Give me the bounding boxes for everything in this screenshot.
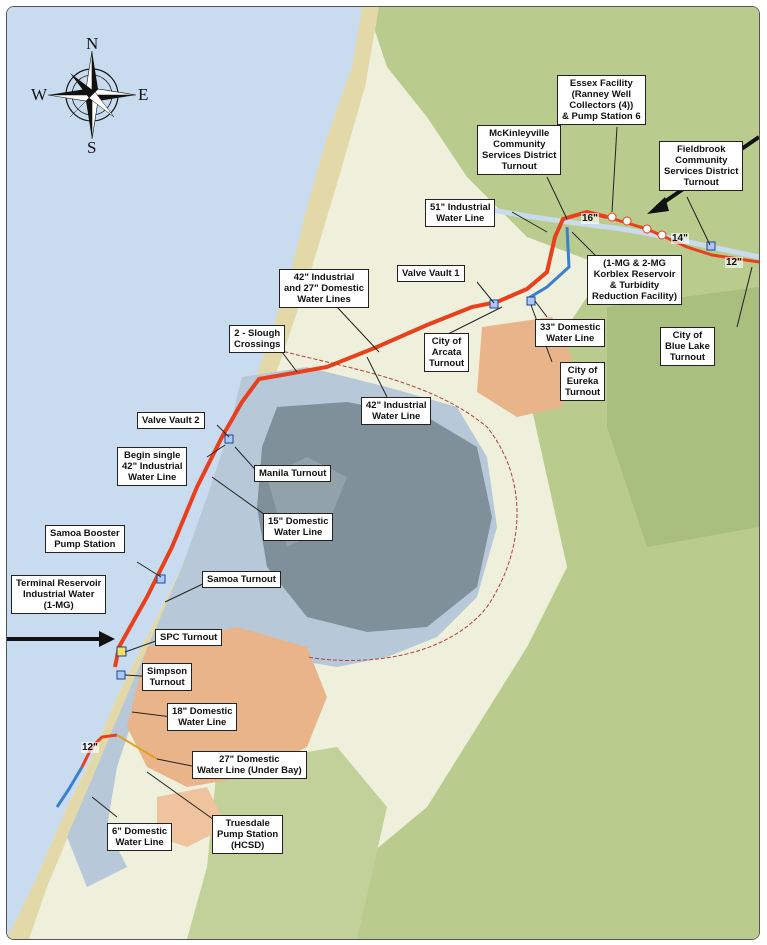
forest-area [357, 7, 759, 939]
fieldbrook-marker [706, 241, 716, 251]
forest-area-ridge [607, 287, 759, 547]
vault2-marker [224, 434, 234, 444]
eureka-turnout-marker [526, 296, 536, 306]
compass-east: E [138, 85, 149, 104]
compass-north: N [86, 34, 99, 53]
south-urban [157, 787, 227, 847]
pipe-size-12: 12" [725, 257, 743, 268]
pipe-size-14: 14" [671, 233, 689, 244]
arrow-pointer-icon [99, 631, 115, 647]
mad-river [476, 204, 759, 260]
label-spc-turnout: SPC Turnout [155, 629, 223, 646]
essex-marker [657, 230, 667, 240]
domestic-27-line [116, 734, 158, 760]
boundary-line [266, 346, 518, 661]
pipe-size-12-south: 12" [81, 742, 99, 753]
dune-strip [7, 7, 379, 939]
mudflats [257, 402, 492, 632]
industrial-water-line [113, 209, 608, 668]
essex-marker [622, 216, 632, 226]
label-manila-turnout: Manila Turnout [254, 465, 332, 482]
vault1-marker [489, 299, 499, 309]
domestic-33-line [526, 226, 571, 301]
arrow-pointer-icon [647, 197, 669, 214]
terminal-reservoir-marker [116, 646, 127, 657]
forest-area-south [187, 747, 387, 939]
compass-west: W [31, 85, 48, 104]
compass-south: S [87, 138, 97, 157]
pipe-size-16: 16" [581, 213, 599, 224]
samoa-booster-marker [156, 574, 166, 584]
domestic-6-line [55, 766, 84, 808]
essex-marker [642, 224, 652, 234]
label-samoa-turnout: Samoa Turnout [202, 571, 281, 588]
label-valve-vault-2: Valve Vault 2 [137, 412, 205, 429]
compass-rose-icon [47, 50, 137, 140]
label-valve-vault-1: Valve Vault 1 [397, 265, 465, 282]
simpson-marker [116, 670, 126, 680]
essex-marker [607, 212, 617, 222]
